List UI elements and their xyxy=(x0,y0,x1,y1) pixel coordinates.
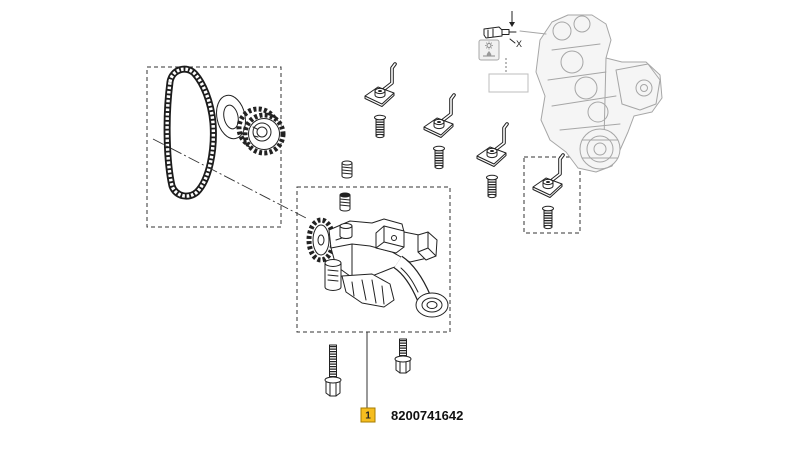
pump-drive-gear xyxy=(306,217,336,263)
strainer-ring xyxy=(421,297,443,313)
empty-label-box xyxy=(488,73,529,93)
dimension-tick xyxy=(509,38,516,44)
engine-journal-1 xyxy=(560,50,584,74)
pump-mounting-bolt-long xyxy=(324,344,342,397)
dowel-upper-grooves xyxy=(341,166,353,175)
oil-pickup-pipe xyxy=(393,255,431,302)
bracket-boss xyxy=(635,79,653,97)
engine-block-reference xyxy=(519,14,663,173)
jet-4-frame xyxy=(523,156,581,234)
lower-housing-ribs xyxy=(351,279,385,305)
oil-drop-icon xyxy=(483,51,495,57)
engine-block-outline xyxy=(535,14,663,173)
sensor-leader-line xyxy=(519,30,547,35)
pulley-hub xyxy=(593,142,607,156)
engine-bore-2 xyxy=(573,15,591,33)
piston-cooling-jet-2 xyxy=(424,95,454,169)
timing-chain-group xyxy=(146,65,307,228)
oil-pump-frame xyxy=(296,186,451,333)
bracket-edges xyxy=(375,225,405,249)
oil-drop xyxy=(486,51,492,57)
oil-pressure-switch xyxy=(483,26,517,39)
piston-cooling-jet-4 xyxy=(533,155,563,229)
pump-cover-bracket xyxy=(375,225,405,254)
direction-arrow xyxy=(509,11,515,27)
engine-ribs xyxy=(547,43,621,141)
oil-pump-assembly xyxy=(306,217,449,318)
long-bolt-flange xyxy=(324,376,342,384)
chain-outer xyxy=(163,65,217,200)
pump-bolt-boss xyxy=(339,223,353,239)
washer-bore xyxy=(223,104,239,130)
switch-details xyxy=(487,28,517,38)
pump-gear-face xyxy=(312,224,330,256)
oil-pump-group xyxy=(296,160,451,333)
pump-gear-hub xyxy=(317,234,325,246)
strainer-inlet xyxy=(426,301,438,309)
relief-valve-cap xyxy=(324,259,342,267)
crankshaft-sprocket xyxy=(236,106,286,156)
crankshaft-pulley-reference xyxy=(579,128,621,170)
arrow-down-icon xyxy=(509,22,515,27)
pump-mounting-bolt-short xyxy=(394,338,412,374)
short-bolt-flange xyxy=(394,355,412,363)
engine-journal-2 xyxy=(574,76,598,100)
part-number-label[interactable]: 8200741642 xyxy=(391,408,463,423)
outlet-flange-edges xyxy=(417,231,437,257)
pump-locating-dowel-lower xyxy=(339,192,351,212)
assembly-axis-line xyxy=(152,138,307,219)
switch-connector xyxy=(501,29,510,35)
spark-core xyxy=(486,43,492,48)
engine-timing-bracket xyxy=(615,63,661,111)
lower-housing-body xyxy=(341,273,395,308)
symbol-box xyxy=(478,39,500,61)
relief-valve-body xyxy=(324,262,342,291)
bracket-rivet xyxy=(391,235,397,241)
engine-bore-1 xyxy=(552,21,572,41)
pulley-ring xyxy=(586,135,614,163)
piston-cooling-jet-3 xyxy=(477,124,507,198)
bracket-plate xyxy=(375,225,405,254)
pulley-grooves xyxy=(581,139,619,159)
short-bolt-hex-faces xyxy=(399,361,407,374)
piston-cooling-jet-4-group xyxy=(523,155,581,234)
bracket-hole xyxy=(640,84,648,92)
dowel-lower-top xyxy=(339,192,351,198)
pickup-pipe-body xyxy=(394,256,430,301)
dowel-lower-grooves xyxy=(339,198,351,207)
pump-lower-housing xyxy=(341,273,395,308)
spark-icon xyxy=(485,41,493,50)
strainer-outer xyxy=(415,292,449,318)
boss-top xyxy=(339,223,353,229)
oil-strainer-flange xyxy=(415,292,449,318)
pulley-outer xyxy=(579,128,621,170)
pressure-relief-valve xyxy=(324,259,342,291)
pump-locating-dowel-upper xyxy=(341,160,353,179)
spark-rays xyxy=(485,41,493,50)
chain-links xyxy=(165,67,216,198)
long-bolt-hex-faces xyxy=(329,382,337,397)
relief-valve-rings xyxy=(327,269,339,282)
pickup-pipe-highlight xyxy=(400,267,419,293)
callout-number[interactable]: 1 xyxy=(365,411,371,422)
callout-1[interactable]: 1 xyxy=(360,407,376,423)
dimension-label: X xyxy=(516,39,522,49)
dowel-upper-top xyxy=(341,160,353,166)
oil-pump-chain xyxy=(163,65,217,200)
sprocket-hub-edge xyxy=(252,126,259,138)
sprocket-hub xyxy=(252,122,272,142)
callout-badge[interactable] xyxy=(360,407,376,423)
symbol-box-frame xyxy=(478,39,500,61)
sprocket-bore xyxy=(256,126,268,138)
boss-body xyxy=(339,225,353,239)
engine-journal-3 xyxy=(587,101,609,123)
piston-cooling-jet-1 xyxy=(365,64,395,138)
